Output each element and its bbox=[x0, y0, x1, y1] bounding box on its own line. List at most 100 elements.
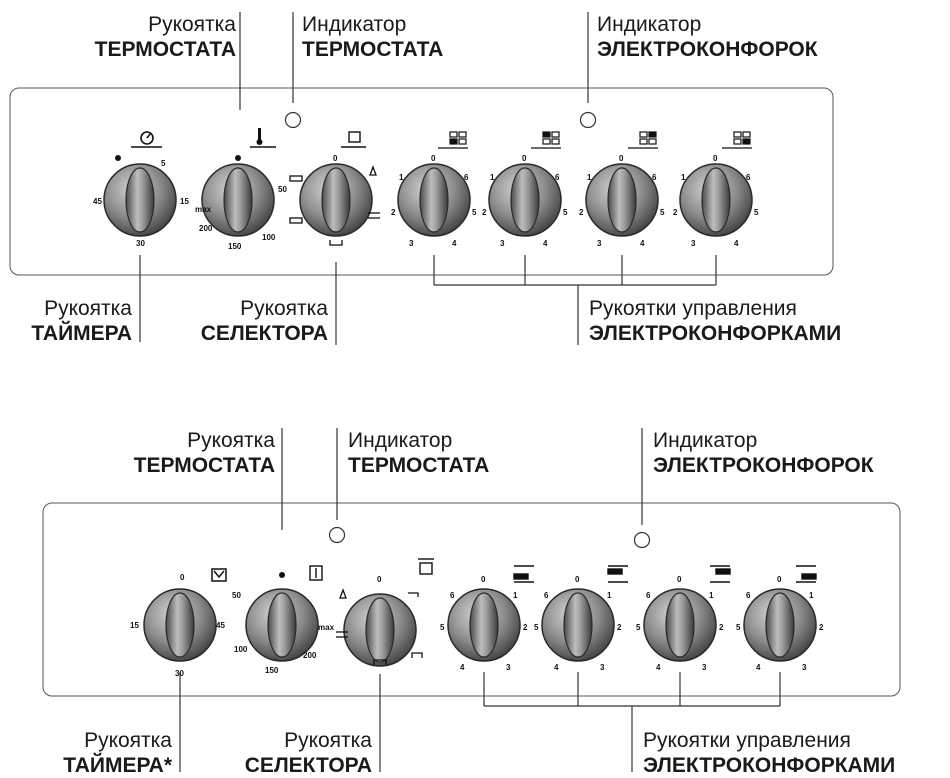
svg-text:0: 0 bbox=[677, 575, 682, 584]
svg-text:5: 5 bbox=[563, 208, 568, 217]
bottom-thermostat-indicator-lamp bbox=[328, 526, 346, 544]
bottom-scales: 0 15 30 45 50 100 150 200 max 0 0 1 2 3 … bbox=[130, 573, 824, 678]
svg-text:6: 6 bbox=[652, 173, 657, 182]
svg-text:0: 0 bbox=[431, 154, 436, 163]
top-selector-scale-0: 0 bbox=[333, 154, 338, 163]
svg-text:5: 5 bbox=[660, 208, 665, 217]
bottom-timer-scale-15: 15 bbox=[130, 621, 139, 630]
bottom-timer-scale-45: 45 bbox=[216, 621, 225, 630]
bottom-timer-scale-30: 30 bbox=[175, 669, 184, 678]
bottom-selector-mode-icons bbox=[336, 588, 423, 665]
svg-text:1: 1 bbox=[399, 173, 404, 182]
svg-text:4: 4 bbox=[543, 239, 548, 248]
svg-text:5: 5 bbox=[754, 208, 759, 217]
top-hotplate-indicator-lamp bbox=[579, 111, 597, 129]
top-selector-knob[interactable] bbox=[299, 163, 373, 237]
top-thermostat-scale-max: max bbox=[195, 205, 212, 214]
svg-text:0: 0 bbox=[575, 575, 580, 584]
svg-text:4: 4 bbox=[460, 663, 465, 672]
bottom-timer-scale-0: 0 bbox=[180, 573, 185, 582]
bottom-hotplate-2-scale: 0 1 2 3 4 5 6 bbox=[534, 575, 622, 672]
svg-text:3: 3 bbox=[802, 663, 807, 672]
bottom-selector-knob-label: Рукоятка СЕЛЕКТОРА bbox=[244, 729, 372, 777]
svg-text:0: 0 bbox=[619, 154, 624, 163]
top-thermostat-indicator-label: Индикатор ТЕРМОСТАТА bbox=[302, 13, 444, 61]
bottom-hotplate-3-scale: 0 1 2 3 4 5 6 bbox=[636, 575, 724, 672]
svg-text:1: 1 bbox=[587, 173, 592, 182]
svg-text:6: 6 bbox=[746, 591, 751, 600]
svg-text:2: 2 bbox=[482, 208, 487, 217]
bottom-thermostat-dot-icon bbox=[279, 572, 285, 578]
top-timer-clock-icon bbox=[131, 131, 162, 148]
bottom-hotplate-indicator-lamp bbox=[633, 531, 651, 549]
bottom-hotplate-knob-3[interactable] bbox=[643, 588, 717, 662]
svg-text:6: 6 bbox=[746, 173, 751, 182]
svg-text:2: 2 bbox=[617, 623, 622, 632]
bottom-selector-knob[interactable] bbox=[343, 593, 417, 667]
bottom-hotplate-knobs-label: Рукоятки управления ЭЛЕКТРОКОНФОРКАМИ bbox=[643, 729, 896, 777]
top-timer-knob-label: Рукоятка ТАЙМЕРА bbox=[31, 297, 132, 345]
top-thermostat-scale-100: 100 bbox=[262, 233, 276, 242]
svg-text:3: 3 bbox=[506, 663, 511, 672]
top-hotplate-1-scale: 0 1 2 3 4 5 6 bbox=[391, 154, 477, 248]
bottom-thermostat-indicator-label: Индикатор ТЕРМОСТАТА bbox=[348, 429, 490, 477]
top-panel-frame bbox=[9, 87, 834, 276]
svg-text:6: 6 bbox=[464, 173, 469, 182]
top-hotplate-knob-3[interactable] bbox=[585, 163, 659, 237]
svg-text:5: 5 bbox=[472, 208, 477, 217]
top-hotplate-knob-4[interactable] bbox=[679, 163, 753, 237]
top-hotplate-knob-2[interactable] bbox=[488, 163, 562, 237]
svg-text:3: 3 bbox=[600, 663, 605, 672]
top-hotplate-indicator-label: Индикатор ЭЛЕКТРОКОНФОРОК bbox=[597, 13, 818, 61]
svg-text:1: 1 bbox=[607, 591, 612, 600]
bottom-thermostat-scale-50: 50 bbox=[232, 591, 241, 600]
top-hotplate-knob-1[interactable] bbox=[397, 163, 471, 237]
bottom-selector-scale-0: 0 bbox=[377, 575, 382, 584]
top-thermostat-dot-icon bbox=[235, 155, 241, 161]
svg-text:2: 2 bbox=[719, 623, 724, 632]
bottom-hotplate-knob-1[interactable] bbox=[447, 588, 521, 662]
svg-text:3: 3 bbox=[409, 239, 414, 248]
svg-text:4: 4 bbox=[452, 239, 457, 248]
svg-text:3: 3 bbox=[691, 239, 696, 248]
svg-text:1: 1 bbox=[809, 591, 814, 600]
svg-text:2: 2 bbox=[819, 623, 824, 632]
top-timer-scale-45: 45 bbox=[93, 197, 102, 206]
bottom-thermostat-scale-150: 150 bbox=[265, 666, 279, 675]
svg-text:1: 1 bbox=[490, 173, 495, 182]
top-timer-dot-icon bbox=[115, 155, 121, 161]
bottom-timer-clock-icon bbox=[211, 568, 227, 582]
top-thermostat-knob[interactable] bbox=[201, 163, 275, 237]
bottom-hotplate-indicator-label: Индикатор ЭЛЕКТРОКОНФОРОК bbox=[653, 429, 874, 477]
top-thermostat-scale-50: 50 bbox=[278, 185, 287, 194]
svg-text:4: 4 bbox=[640, 239, 645, 248]
top-selector-oven-icon bbox=[341, 131, 366, 148]
svg-text:2: 2 bbox=[673, 208, 678, 217]
bottom-thermostat-scale-100: 100 bbox=[234, 645, 248, 654]
bottom-selector-oven-icon bbox=[418, 558, 434, 575]
bottom-thermostat-thermometer-icon bbox=[309, 565, 323, 581]
svg-text:4: 4 bbox=[554, 663, 559, 672]
bottom-hotplate-knob-4[interactable] bbox=[743, 588, 817, 662]
bottom-timer-knob[interactable] bbox=[143, 588, 217, 662]
top-timer-knob[interactable] bbox=[103, 163, 177, 237]
top-thermostat-knob-label: Рукоятка ТЕРМОСТАТА bbox=[94, 13, 236, 61]
svg-text:5: 5 bbox=[736, 623, 741, 632]
svg-text:1: 1 bbox=[681, 173, 686, 182]
top-scales: 5 15 30 45 50 100 150 200 max 0 0 1 2 3 … bbox=[93, 154, 759, 251]
bottom-hotplate-knob-2[interactable] bbox=[541, 588, 615, 662]
svg-text:3: 3 bbox=[702, 663, 707, 672]
bottom-hotplate-icons bbox=[513, 565, 817, 583]
svg-text:4: 4 bbox=[656, 663, 661, 672]
top-hotplate-knobs-label: Рукоятки управления ЭЛЕКТРОКОНФОРКАМИ bbox=[589, 297, 842, 345]
bottom-hotplate-1-scale: 0 1 2 3 4 5 6 bbox=[440, 575, 528, 672]
top-hotplate-3-scale: 0 1 2 3 4 5 6 bbox=[579, 154, 665, 248]
top-thermostat-thermometer-icon bbox=[250, 128, 276, 148]
svg-text:0: 0 bbox=[522, 154, 527, 163]
svg-text:5: 5 bbox=[636, 623, 641, 632]
svg-text:4: 4 bbox=[734, 239, 739, 248]
top-thermostat-scale-150: 150 bbox=[228, 242, 242, 251]
top-thermostat-indicator-lamp bbox=[284, 111, 302, 129]
svg-text:5: 5 bbox=[440, 623, 445, 632]
svg-text:1: 1 bbox=[513, 591, 518, 600]
